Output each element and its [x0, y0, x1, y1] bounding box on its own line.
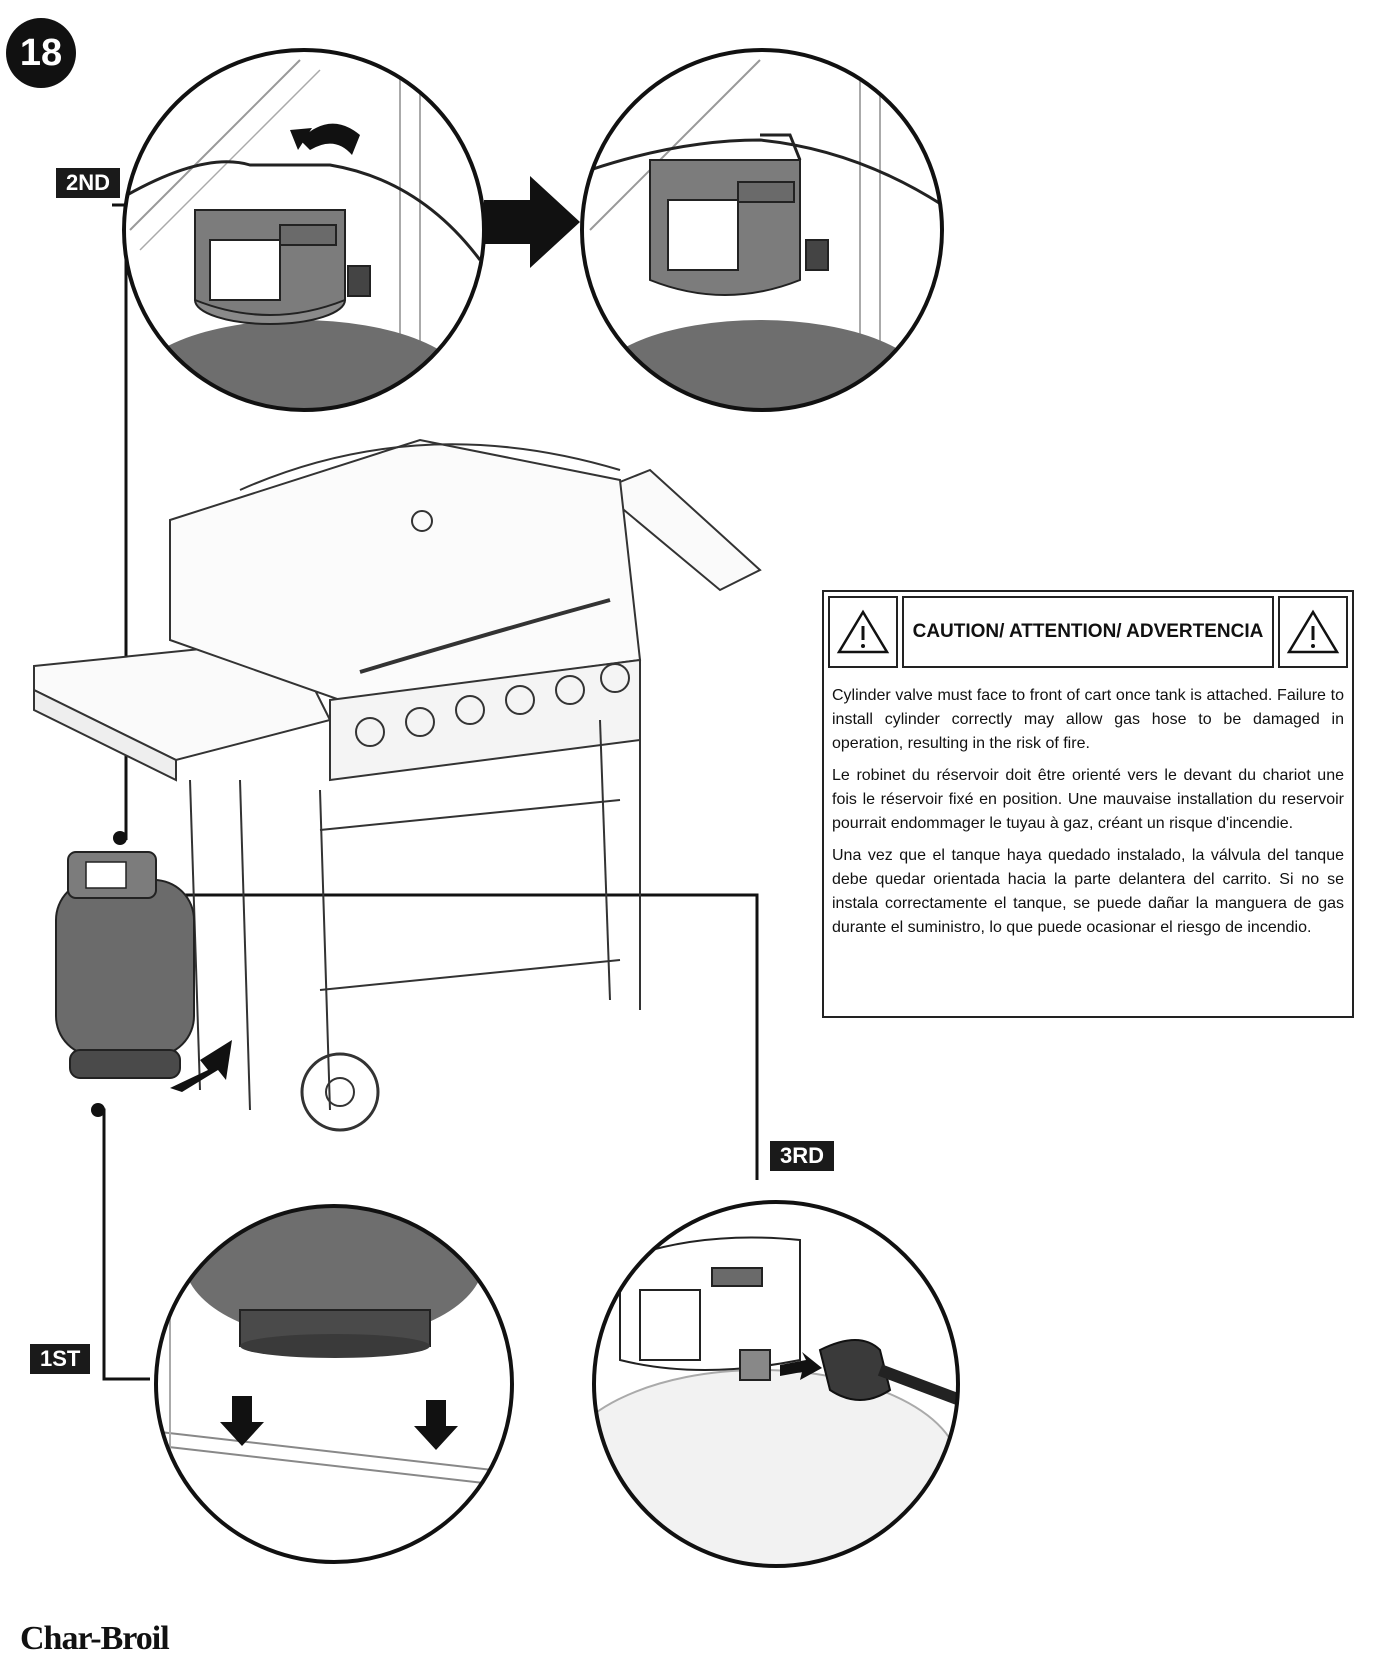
leader-lines [98, 203, 759, 1381]
propane-tank [55, 851, 195, 1079]
caution-box: CAUTION/ ATTENTION/ ADVERTENCIA Cylinder… [822, 590, 1354, 1018]
label-1st: 1ST [30, 1344, 91, 1374]
warning-right-icon [1278, 596, 1348, 668]
caution-body: Cylinder valve must face to front of car… [832, 684, 1344, 948]
leader-dot-2nd [113, 831, 127, 845]
grill-illustration [33, 438, 762, 1132]
leader-dot-1st [91, 1103, 105, 1117]
caution-text-english: Cylinder valve must face to front of car… [832, 687, 1344, 752]
detail-circle-3rd [592, 1200, 960, 1568]
leader-line-1st [98, 1108, 150, 1381]
label-3rd: 3RD [770, 1141, 835, 1171]
warning-left-icon [828, 596, 898, 668]
transition-arrow [484, 176, 580, 268]
detail-circle-2nd-after [580, 48, 944, 412]
step-number-badge: 18 [6, 18, 76, 88]
brand-logo: Char-Broil [20, 1620, 170, 1657]
label-2nd: 2ND [56, 168, 121, 198]
detail-circle-2nd-before [122, 48, 486, 412]
leader-line-3rd [100, 893, 759, 1180]
caution-text-french: Le robinet du réservoir doit être orient… [832, 767, 1344, 832]
caution-title: CAUTION/ ATTENTION/ ADVERTENCIA [902, 596, 1274, 668]
insertion-arrow [170, 1040, 232, 1092]
caution-header: CAUTION/ ATTENTION/ ADVERTENCIA [828, 596, 1348, 668]
caution-text-spanish: Una vez que el tanque haya quedado insta… [832, 847, 1344, 936]
detail-circle-1st [154, 1204, 514, 1564]
